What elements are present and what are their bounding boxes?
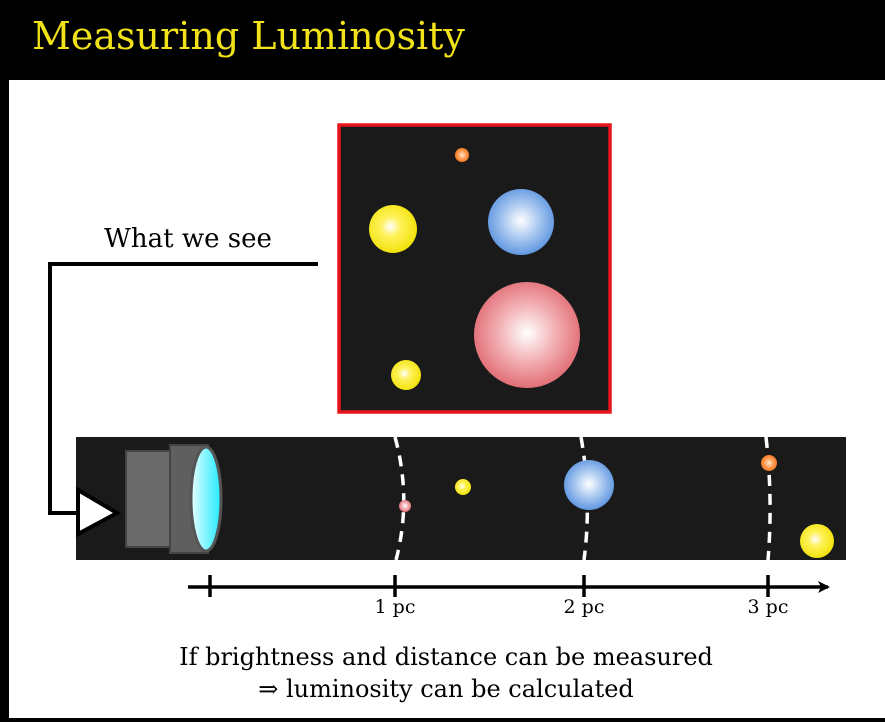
star-yellow-near bbox=[455, 479, 471, 495]
conclusion-line-2: ⇒ luminosity can be calculated bbox=[258, 675, 634, 703]
connector-line bbox=[48, 262, 318, 515]
star-red-1pc bbox=[399, 500, 411, 512]
distance-axis: 1 pc 2 pc 3 pc bbox=[188, 575, 830, 618]
star-yellow-far bbox=[800, 524, 834, 558]
sky-star-yellow-large bbox=[369, 205, 417, 253]
axis-tick-label-3: 3 pc bbox=[748, 596, 789, 618]
title-bar: Measuring Luminosity bbox=[0, 0, 885, 80]
observer-eye-icon bbox=[76, 486, 122, 538]
star-orange-3pc bbox=[761, 455, 777, 471]
telescope-icon bbox=[125, 444, 223, 554]
sky-star-yellow-small bbox=[391, 360, 421, 390]
conclusion-line-1: If brightness and distance can be measur… bbox=[179, 643, 713, 671]
lens-icon bbox=[189, 445, 223, 553]
sky-view-frame bbox=[337, 123, 612, 414]
distance-arc-1pc bbox=[393, 436, 406, 561]
axis-tick-label-2: 2 pc bbox=[564, 596, 605, 618]
sky-star-orange bbox=[455, 148, 469, 162]
what-we-see-label: What we see bbox=[104, 224, 272, 254]
what-we-see-panel bbox=[337, 123, 612, 414]
slide-title: Measuring Luminosity bbox=[32, 14, 465, 58]
footer-strip bbox=[0, 718, 885, 722]
axis-tick-label-1: 1 pc bbox=[375, 596, 416, 618]
sky-star-blue bbox=[488, 189, 554, 255]
distance-arc-3pc bbox=[764, 436, 772, 561]
sky-star-red bbox=[474, 282, 580, 388]
star-blue-2pc bbox=[564, 460, 614, 510]
